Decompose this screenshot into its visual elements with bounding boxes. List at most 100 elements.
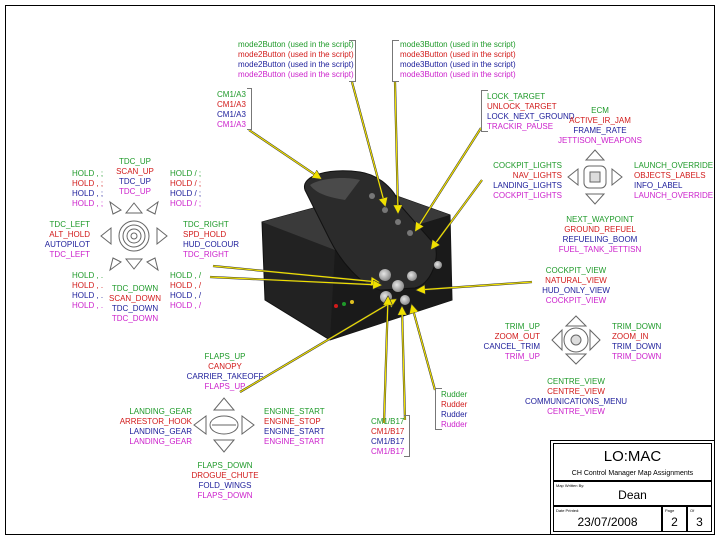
mode2-label-2: mode2Button (used in the script) bbox=[238, 50, 354, 59]
title-block: LO:MAC CH Control Manager Map Assignment… bbox=[550, 440, 715, 535]
mode3-label-3: mode3Button (used in the script) bbox=[400, 60, 516, 69]
hat2-down-4: FUEL_TANK_JETTISN bbox=[558, 245, 642, 254]
hat3-down-1: CENTRE_VIEW bbox=[547, 377, 605, 386]
date-label: Date Printed: bbox=[556, 508, 580, 513]
rudder-label-1: Rudder bbox=[441, 390, 468, 399]
hat1-right-3: HUD_COLOUR bbox=[183, 240, 240, 249]
hat4-up-1: FLAPS_UP bbox=[204, 352, 246, 361]
hat2-down-1: NEXT_WAYPOINT bbox=[566, 215, 634, 224]
cm1b17-label-1: CM1/B17 bbox=[371, 417, 405, 426]
hat3-left-4: TRIM_UP bbox=[504, 352, 540, 361]
hat4-right-1: ENGINE_START bbox=[264, 407, 325, 416]
hat1-dr-2: HOLD , / bbox=[170, 281, 202, 290]
hat1-right-4: TDC_RIGHT bbox=[183, 250, 229, 259]
lock-label-4: TRACKIR_PAUSE bbox=[487, 122, 554, 131]
hat2-right-1: LAUNCH_OVERRIDE bbox=[634, 161, 714, 170]
lock-label-1: LOCK_TARGET bbox=[487, 92, 546, 101]
hat3-right-1: TRIM_DOWN bbox=[612, 322, 662, 331]
hat1-down-1: TDC_DOWN bbox=[111, 284, 159, 293]
hat4-left-1: LANDING_GEAR bbox=[129, 407, 192, 416]
hat4-down-3: FOLD_WINGS bbox=[198, 481, 252, 490]
hat1-right-1: TDC_RIGHT bbox=[183, 220, 229, 229]
hat1-ul-4: HOLD , ; bbox=[72, 199, 104, 208]
hat1-ul-1: HOLD , ; bbox=[72, 169, 104, 178]
hat2-right-3: INFO_LABEL bbox=[634, 181, 683, 190]
hat3-diagram bbox=[551, 315, 601, 365]
cm1a3-label-1: CM1/A3 bbox=[217, 90, 246, 99]
mode3-bracket bbox=[392, 40, 399, 82]
joystick-image bbox=[261, 170, 453, 341]
hat3-down-3: COMMUNICATIONS_MENU bbox=[524, 397, 628, 406]
hat2-right-group: LAUNCH_OVERRIDE OBJECTS_LABELS INFO_LABE… bbox=[634, 161, 713, 201]
hat2-left-1: COCKPIT_LIGHTS bbox=[493, 161, 562, 170]
hat1-dr-4: HOLD , / bbox=[170, 301, 202, 310]
hat3-left-1: TRIM_UP bbox=[504, 322, 540, 331]
mode2-label-3: mode2Button (used in the script) bbox=[238, 60, 354, 69]
lock-label-3: LOCK_NEXT_GROUND bbox=[487, 112, 575, 121]
of-label: Of bbox=[690, 508, 695, 513]
cm1b17-label-3: CM1/B17 bbox=[371, 437, 405, 446]
hat4-up-group: FLAPS_UP CANOPY CARRIER_TAKEOFF FLAPS_UP bbox=[180, 352, 270, 392]
hat4-left-2: ARRESTOR_HOOK bbox=[119, 417, 192, 426]
hat2-up-1: ECM bbox=[591, 106, 609, 115]
hat1-down-4: TDC_DOWN bbox=[111, 314, 159, 323]
hat1-up-3: TDC_UP bbox=[118, 177, 151, 186]
hat4-up-4: FLAPS_UP bbox=[204, 382, 246, 391]
rudder-label-group: Rudder Rudder Rudder Rudder bbox=[441, 390, 467, 430]
hat3-up-4: COCKPIT_VIEW bbox=[545, 296, 607, 305]
hat1-dl-2: HOLD , . bbox=[72, 281, 104, 290]
hat2-right-4: LAUNCH_OVERRIDE bbox=[634, 191, 714, 200]
hat2-up-4: JETTISON_WEAPONS bbox=[558, 136, 643, 145]
cm1b17-label-4: CM1/B17 bbox=[371, 447, 405, 456]
page-cell: Page 2 bbox=[662, 506, 687, 532]
hat2-diagram bbox=[567, 149, 623, 205]
hat1-dr-1: HOLD , / bbox=[170, 271, 202, 280]
hat3-up-2: NATURAL_VIEW bbox=[545, 276, 607, 285]
mode2-label-4: mode2Button (used in the script) bbox=[238, 70, 354, 79]
hat4-down-group: FLAPS_DOWN DROGUE_CHUTE FOLD_WINGS FLAPS… bbox=[184, 461, 266, 501]
lock-bracket bbox=[481, 90, 488, 132]
hat2-up-3: FRAME_RATE bbox=[573, 126, 627, 135]
cm1b17-bracket bbox=[404, 415, 410, 457]
hat1-right-2: SPD_HOLD bbox=[183, 230, 227, 239]
hat3-up-group: COCKPIT_VIEW NATURAL_VIEW HUD_ONLY_VIEW … bbox=[530, 266, 622, 306]
hat2-left-2: NAV_LIGHTS bbox=[512, 171, 562, 180]
hat1-left-4: TDC_LEFT bbox=[49, 250, 90, 259]
cm1a3-label-4: CM1/A3 bbox=[217, 120, 246, 129]
hat1-ul-2: HOLD , ; bbox=[72, 179, 104, 188]
page-value: 2 bbox=[671, 515, 678, 529]
hat3-up-1: COCKPIT_VIEW bbox=[545, 266, 607, 275]
hat1-left-3: AUTOPILOT bbox=[44, 240, 90, 249]
title-cell: LO:MAC CH Control Manager Map Assignment… bbox=[553, 443, 712, 481]
hat2-left-4: COCKPIT_LIGHTS bbox=[493, 191, 562, 200]
hat3-right-2: ZOOM_IN bbox=[612, 332, 649, 341]
hat3-right-group: TRIM_DOWN ZOOM_IN TRIM_DOWN TRIM_DOWN bbox=[612, 322, 661, 362]
author-name: Dean bbox=[618, 488, 647, 502]
rudder-bracket bbox=[435, 388, 442, 430]
hat2-down-2: GROUND_REFUEL bbox=[564, 225, 636, 234]
of-cell: Of 3 bbox=[687, 506, 712, 532]
hat1-left-2: ALT_HOLD bbox=[49, 230, 90, 239]
mode2-label-group: mode2Button (used in the script) mode2Bu… bbox=[238, 40, 358, 80]
hat2-up-2: ACTIVE_IR_JAM bbox=[569, 116, 631, 125]
page-label: Page bbox=[665, 508, 675, 513]
hat3-down-2: CENTRE_VIEW bbox=[547, 387, 605, 396]
hat1-ur-1: HOLD / ; bbox=[170, 169, 202, 178]
hat1-dl-4: HOLD , . bbox=[72, 301, 104, 310]
hat1-diagram bbox=[100, 200, 168, 272]
hat1-down-3: TDC_DOWN bbox=[111, 304, 159, 313]
hat2-down-3: REFUELING_BOOM bbox=[562, 235, 638, 244]
hat2-left-3: LANDING_LIGHTS bbox=[493, 181, 562, 190]
hat4-down-1: FLAPS_DOWN bbox=[197, 461, 253, 470]
hat4-right-4: ENGINE_START bbox=[264, 437, 325, 446]
mode3-label-group: mode3Button (used in the script) mode3Bu… bbox=[396, 40, 516, 80]
hat3-down-4: CENTRE_VIEW bbox=[547, 407, 605, 416]
hat1-upright-group: HOLD / ; HOLD / ; HOLD / ; HOLD / ; bbox=[170, 169, 201, 209]
hat3-up-3: HUD_ONLY_VIEW bbox=[542, 286, 610, 295]
title-text: LO:MAC bbox=[603, 448, 662, 465]
hat2-up-group: ECM ACTIVE_IR_JAM FRAME_RATE JETTISON_WE… bbox=[558, 106, 643, 146]
hat1-downleft-group: HOLD , . HOLD , . HOLD , . HOLD , . bbox=[72, 271, 103, 311]
hat1-down-2: SCAN_DOWN bbox=[108, 294, 161, 303]
cm1a3-bracket bbox=[247, 88, 252, 130]
